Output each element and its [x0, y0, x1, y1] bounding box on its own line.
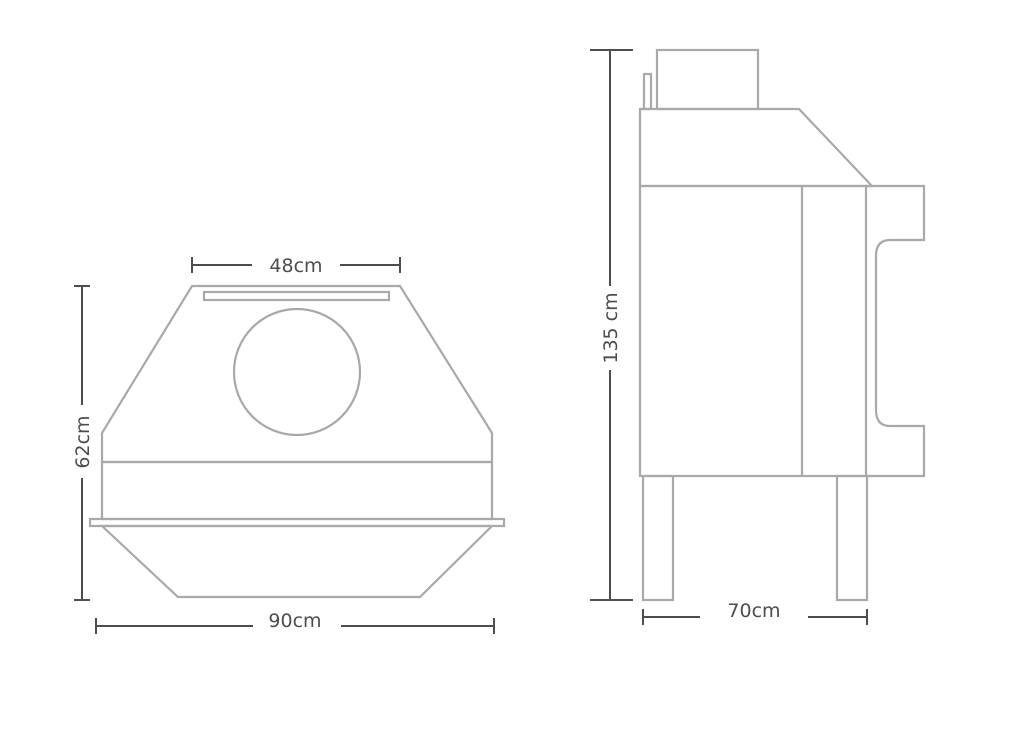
- flue-opening-circle: [232, 307, 362, 437]
- front-dimension-height: 62cm: [72, 285, 94, 601]
- side-hood-outline: [638, 107, 875, 188]
- side-view: [638, 48, 926, 602]
- front-middle-band: [100, 460, 494, 521]
- side-door-profile: [866, 184, 926, 478]
- front-height-label: 62cm: [72, 415, 94, 468]
- side-rear-pipe: [642, 72, 653, 111]
- side-rear-leg: [641, 474, 675, 602]
- front-top-width-label: 48cm: [269, 255, 322, 277]
- side-chimney-collar: [655, 48, 760, 111]
- front-width-label: 90cm: [268, 610, 321, 632]
- side-height-label: 135 cm: [600, 292, 622, 363]
- front-base-outline: [99, 524, 495, 599]
- front-dimension-width: 90cm: [95, 610, 495, 634]
- front-dimension-top: 48cm: [191, 255, 401, 277]
- front-view: [88, 284, 506, 599]
- side-depth-label: 70cm: [727, 600, 780, 622]
- side-dimension-depth: 70cm: [642, 600, 868, 625]
- side-front-leg: [835, 474, 869, 602]
- side-body: [638, 184, 868, 478]
- side-dimension-height: 135 cm: [590, 49, 633, 601]
- front-top-slot: [202, 290, 391, 302]
